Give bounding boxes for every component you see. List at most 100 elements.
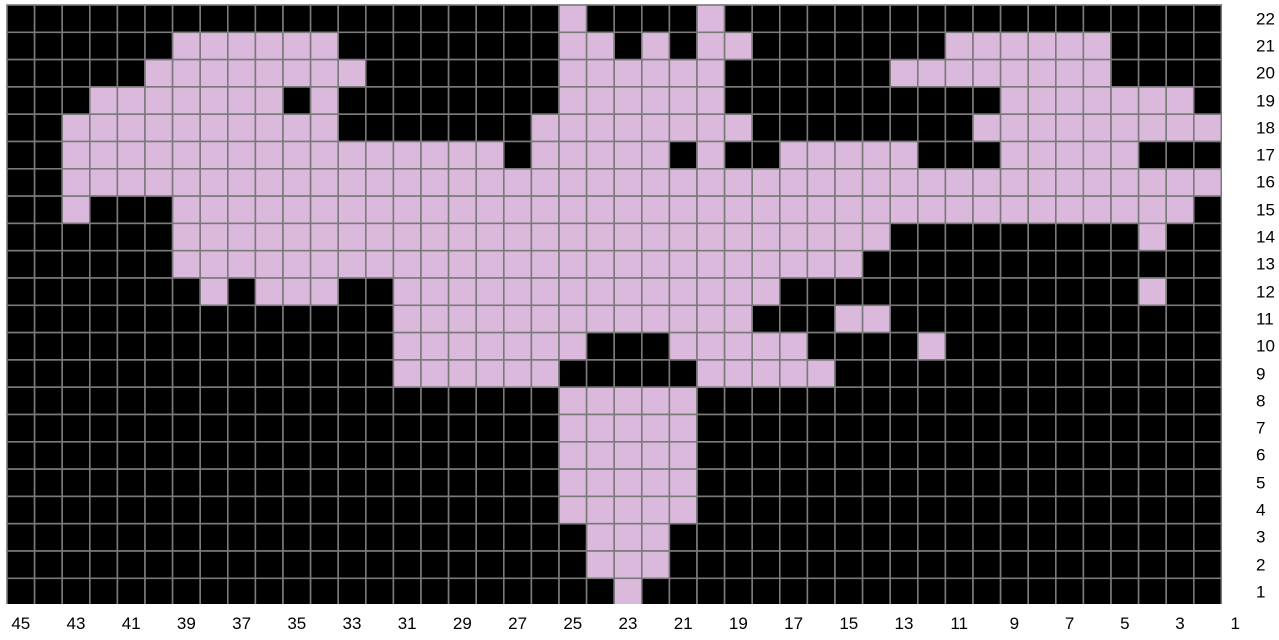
background-cell [1194, 442, 1222, 469]
background-cell [504, 415, 532, 442]
background-cell [1083, 387, 1111, 414]
motif-cell [559, 496, 587, 523]
motif-cell [697, 333, 725, 360]
background-cell [90, 333, 118, 360]
background-cell [945, 469, 973, 496]
background-cell [1166, 415, 1194, 442]
background-cell [476, 87, 504, 114]
motif-cell [228, 251, 256, 278]
background-cell [1194, 278, 1222, 305]
background-cell [780, 60, 808, 87]
row-label: 16 [1256, 174, 1275, 191]
background-cell [863, 278, 891, 305]
background-cell [62, 551, 90, 578]
motif-cell [1001, 32, 1029, 59]
background-cell [35, 114, 63, 141]
motif-cell [311, 251, 339, 278]
background-cell [945, 142, 973, 169]
background-cell [117, 305, 145, 332]
motif-cell [1166, 196, 1194, 223]
motif-cell [476, 196, 504, 223]
background-cell [117, 442, 145, 469]
motif-cell [145, 114, 173, 141]
background-cell [531, 524, 559, 551]
motif-cell [255, 196, 283, 223]
background-cell [117, 5, 145, 32]
background-cell [1221, 114, 1222, 141]
motif-cell [421, 305, 449, 332]
background-cell [1028, 415, 1056, 442]
background-cell [752, 87, 780, 114]
column-label: 15 [839, 615, 858, 632]
background-cell [835, 524, 863, 551]
background-cell [725, 442, 753, 469]
motif-cell [449, 278, 477, 305]
background-cell [725, 142, 753, 169]
motif-cell [973, 169, 1001, 196]
background-cell [62, 87, 90, 114]
background-cell [1194, 387, 1222, 414]
background-cell [945, 415, 973, 442]
background-cell [863, 360, 891, 387]
background-cell [7, 387, 35, 414]
motif-cell [614, 415, 642, 442]
background-cell [35, 60, 63, 87]
background-cell [449, 87, 477, 114]
background-cell [1001, 387, 1029, 414]
motif-cell [1056, 60, 1084, 87]
background-cell [62, 415, 90, 442]
background-cell [752, 142, 780, 169]
motif-cell [559, 87, 587, 114]
column-label: 3 [1175, 615, 1184, 632]
background-cell [228, 524, 256, 551]
background-cell [835, 60, 863, 87]
motif-cell [973, 196, 1001, 223]
background-cell [945, 5, 973, 32]
motif-cell [1139, 114, 1167, 141]
background-cell [228, 578, 256, 604]
background-cell [338, 551, 366, 578]
background-cell [1001, 333, 1029, 360]
motif-cell [504, 223, 532, 250]
background-cell [531, 578, 559, 604]
background-cell [835, 87, 863, 114]
background-cell [90, 305, 118, 332]
motif-cell [449, 305, 477, 332]
background-cell [973, 142, 1001, 169]
background-cell [697, 387, 725, 414]
background-cell [311, 5, 339, 32]
background-cell [200, 442, 228, 469]
background-cell [835, 387, 863, 414]
background-cell [945, 360, 973, 387]
background-cell [918, 360, 946, 387]
background-cell [311, 469, 339, 496]
background-cell [1139, 469, 1167, 496]
background-cell [366, 578, 394, 604]
background-cell [7, 305, 35, 332]
motif-cell [697, 60, 725, 87]
background-cell [255, 387, 283, 414]
motif-cell [587, 496, 615, 523]
motif-cell [697, 223, 725, 250]
background-cell [890, 87, 918, 114]
background-cell [780, 87, 808, 114]
background-cell [669, 551, 697, 578]
motif-cell [421, 142, 449, 169]
background-cell [145, 496, 173, 523]
motif-cell [311, 60, 339, 87]
background-cell [393, 578, 421, 604]
background-cell [697, 469, 725, 496]
background-cell [1166, 32, 1194, 59]
motif-cell [559, 251, 587, 278]
background-cell [35, 223, 63, 250]
background-cell [173, 469, 201, 496]
motif-cell [1083, 114, 1111, 141]
column-label: 27 [508, 615, 527, 632]
background-cell [1056, 333, 1084, 360]
background-cell [780, 578, 808, 604]
background-cell [807, 32, 835, 59]
background-cell [863, 524, 891, 551]
column-label: 9 [1010, 615, 1019, 632]
background-cell [117, 196, 145, 223]
motif-cell [587, 387, 615, 414]
